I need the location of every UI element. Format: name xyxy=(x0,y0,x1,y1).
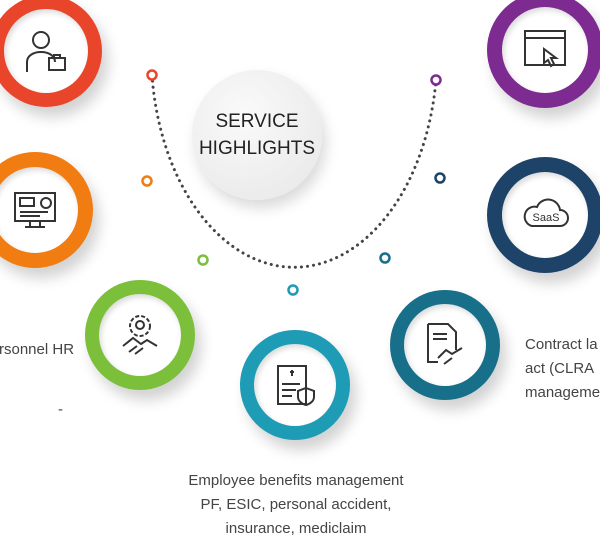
computer-dashboard-icon xyxy=(14,192,56,228)
arc-marker-saas xyxy=(434,172,446,184)
svg-text:SaaS: SaaS xyxy=(533,212,560,224)
saas-cloud-icon: SaaS xyxy=(523,198,569,227)
label-dash: - xyxy=(58,401,63,418)
businessman-icon xyxy=(26,31,66,72)
service-circle-saas[interactable]: SaaS xyxy=(487,157,600,273)
label-contract: Contract la act (CLRA manageme xyxy=(525,336,600,401)
service-circle-benefits[interactable] xyxy=(240,330,350,440)
service-circle-contract[interactable] xyxy=(390,290,500,400)
arc-marker-web xyxy=(430,74,442,86)
contract-handshake-icon xyxy=(427,323,463,365)
service-highlights-title: SERVICE HIGHLIGHTS xyxy=(192,70,322,200)
service-circle-it[interactable] xyxy=(0,152,93,268)
arc-marker-contract xyxy=(379,252,391,264)
medical-clipboard-icon xyxy=(277,365,315,407)
browser-click-icon xyxy=(524,30,566,68)
label-personnel-hr: rsonnel HR xyxy=(0,341,75,358)
arc-marker-benefits xyxy=(287,284,299,296)
arc-marker-team xyxy=(197,254,209,266)
service-circle-team[interactable] xyxy=(85,280,195,390)
arc-marker-it xyxy=(141,175,153,187)
service-circle-personnel[interactable] xyxy=(0,0,102,107)
team-gear-handshake-icon xyxy=(122,315,158,355)
label-benefits: Employee benefits management PF, ESIC, p… xyxy=(188,472,404,537)
service-circle-web[interactable] xyxy=(487,0,600,108)
arc-marker-personnel-hr xyxy=(146,69,158,81)
